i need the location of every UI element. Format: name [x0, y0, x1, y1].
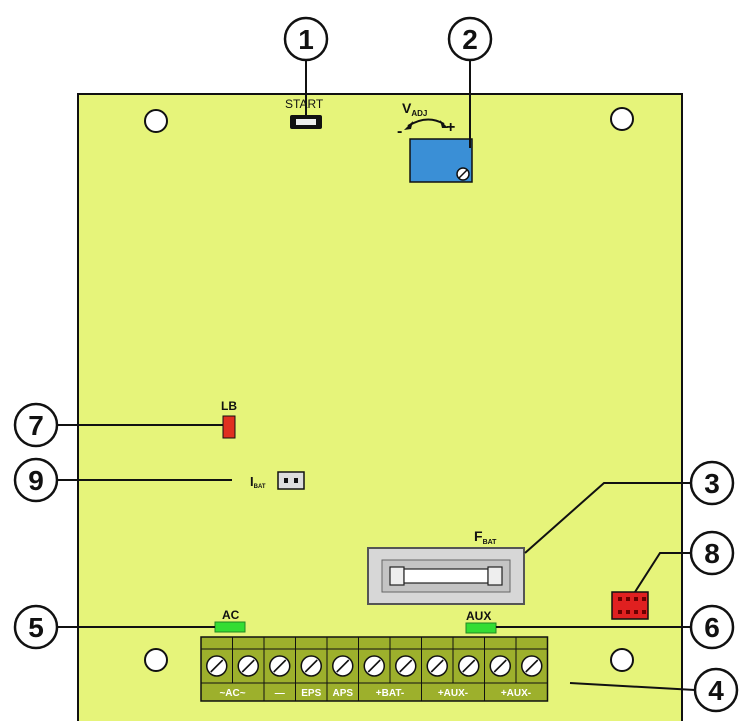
terminal-label: +AUX-: [501, 688, 531, 699]
svg-text:4: 4: [708, 675, 724, 706]
lb-label: LB: [221, 399, 237, 413]
aux-led: [465, 622, 497, 634]
connector-8-pins: [618, 597, 646, 614]
svg-text:3: 3: [704, 468, 720, 499]
terminal-screw-slot: [304, 659, 318, 673]
potentiometer-screw-slot: [458, 169, 468, 179]
vadj-plus-label: +: [446, 119, 455, 136]
svg-text:6: 6: [704, 612, 720, 643]
callout-1: 1: [283, 16, 329, 62]
mounting-hole-top-right: [610, 107, 634, 131]
terminal-label: APS: [332, 688, 353, 699]
fuse-cap-left: [389, 566, 405, 586]
callout-5: 5: [13, 604, 59, 650]
vadj-arrow-head-left: [404, 121, 413, 130]
pcb-board: [77, 93, 683, 721]
ac-led: [214, 621, 246, 633]
terminal-screw-slot: [493, 659, 507, 673]
callout-3: 3: [689, 460, 735, 506]
terminal-screw-slot: [210, 659, 224, 673]
svg-text:2: 2: [462, 24, 478, 55]
terminal-block: ~AC~ — EPS APS +BAT- +AUX- +AUX-: [200, 636, 549, 702]
callout-lines: [57, 60, 696, 691]
connector-8: [611, 591, 649, 620]
terminal-label: +AUX-: [438, 688, 468, 699]
callout-2: 2: [447, 16, 493, 62]
terminal-label: +BAT-: [376, 688, 404, 699]
ibat-jumper-pin-right: [294, 478, 298, 483]
aux-label: AUX: [466, 609, 491, 623]
terminal-screw-slot: [367, 659, 381, 673]
start-jumper-slot: [296, 119, 316, 125]
terminal-label: ~AC~: [219, 688, 245, 699]
fuse-cap-right: [487, 566, 503, 586]
callout-7: 7: [13, 402, 59, 448]
vadj-arrow-head-right: [440, 120, 448, 128]
ibat-label: IBAT: [250, 474, 266, 490]
terminal-screw-slot: [430, 659, 444, 673]
vadj-minus-label: -: [397, 123, 402, 140]
callout-9: 9: [13, 457, 59, 503]
terminal-screw-slot: [336, 659, 350, 673]
fbat-label: FBAT: [474, 528, 497, 546]
terminal-label: —: [275, 688, 285, 699]
ibat-jumper-pin-left: [284, 478, 288, 483]
callout-4: 4: [693, 667, 739, 713]
terminal-label: EPS: [301, 688, 321, 699]
mounting-hole-top-left: [144, 109, 168, 133]
fuse: [403, 568, 489, 584]
mounting-hole-bottom-right: [610, 648, 634, 672]
vadj-label: VADJ: [402, 100, 427, 118]
svg-text:5: 5: [28, 612, 44, 643]
svg-text:8: 8: [704, 538, 720, 569]
terminal-screw-slot: [399, 659, 413, 673]
lb-led: [222, 415, 236, 439]
start-label: START: [285, 97, 324, 111]
ibat-jumper: [277, 471, 305, 490]
terminal-screw-slot: [273, 659, 287, 673]
svg-text:1: 1: [298, 24, 314, 55]
callout-6: 6: [689, 604, 735, 650]
terminal-screw-slot: [462, 659, 476, 673]
mounting-hole-bottom-left: [144, 648, 168, 672]
terminal-screw-slot: [525, 659, 539, 673]
terminal-screw-slot: [241, 659, 255, 673]
svg-text:7: 7: [28, 410, 44, 441]
svg-text:9: 9: [28, 465, 44, 496]
callout-8: 8: [689, 530, 735, 576]
ac-label: AC: [222, 608, 240, 622]
